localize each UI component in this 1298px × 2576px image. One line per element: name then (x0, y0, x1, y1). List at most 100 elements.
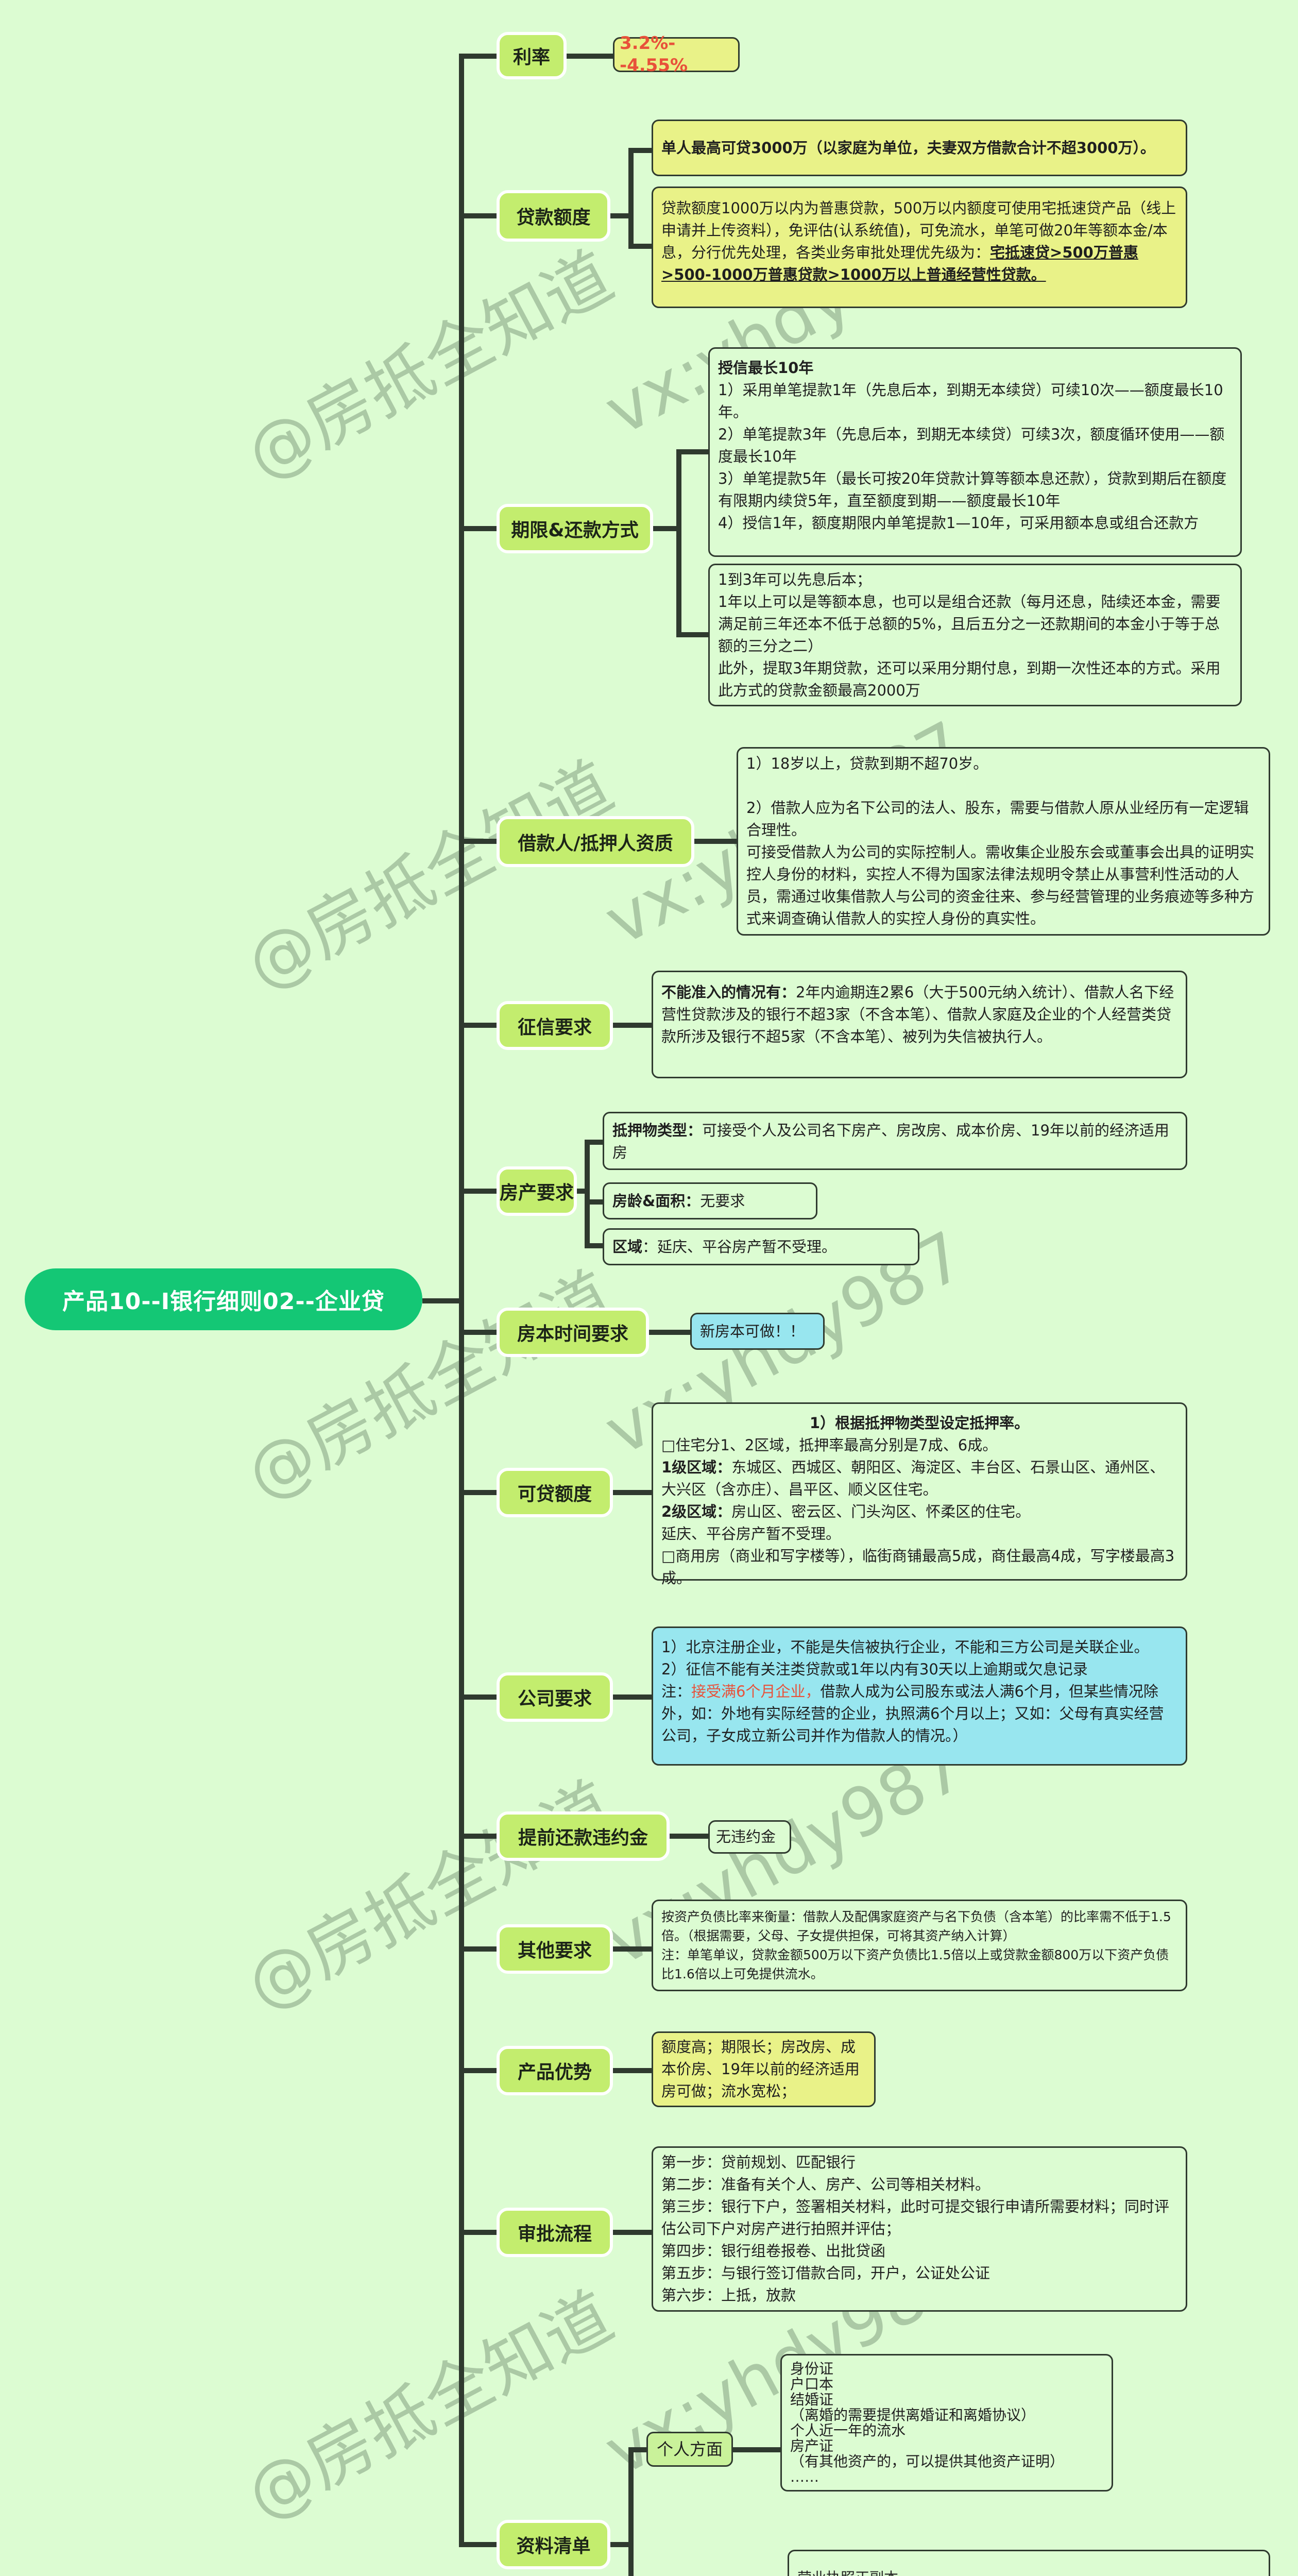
credit-text: 2年内逾期连2累6（大于500元纳入统计）、借款人名下经营性贷款涉及的银行不超3… (661, 984, 1174, 1045)
loan-priority-text: 宅抵速贷>500万普惠>500-1000万普惠贷款>1000万以上普通经营性贷款… (661, 244, 1138, 283)
category-product-advantages[interactable]: 产品优势 (497, 2046, 613, 2095)
borrower-text: 1）18岁以上，贷款到期不超70岁。 2）借款人应为名下公司的法人、股东，需要与… (746, 755, 1255, 927)
branch-line (459, 2230, 497, 2235)
branch-line (459, 2542, 497, 2547)
detail-line (653, 526, 679, 531)
advantage-text: 额度高；期限长；房改房、成本价房、19年以前的经济适用房可做；流水宽松； (661, 2038, 860, 2100)
term-credit-text: 1）采用单笔提款1年（先息后本，到期无本续贷）可续10次——额度最长10年。 2… (718, 381, 1227, 532)
detail-line (628, 148, 634, 249)
branch-line (459, 1834, 497, 1839)
watermark-name: @房抵全知道 (233, 2277, 625, 2535)
detail-line (585, 1140, 590, 1248)
category-approval-process[interactable]: 审批流程 (497, 2208, 613, 2257)
credit-heading: 不能准入的情况有： (661, 984, 796, 1001)
company-requirement-box: 1）北京注册企业，不能是失信被执行企业，不能和三方公司是关联企业。 2）征信不能… (652, 1626, 1187, 1766)
branch-line (459, 526, 497, 531)
watermark-name: @房抵全知道 (233, 236, 625, 495)
detail-line (676, 632, 708, 637)
branch-line (459, 839, 497, 844)
detail-line (676, 449, 681, 637)
branch-line (459, 1490, 497, 1495)
term-credit-box: 授信最长10年 1）采用单笔提款1年（先息后本，到期无本续贷）可续10次——额度最… (708, 347, 1242, 557)
company-docs-box: 营业执照正副本 公司章程 上下游合同 第三方受托支付合同 （三方收款账户公司的营… (788, 2550, 1270, 2576)
company-req-text: 1）北京注册企业，不能是失信被执行企业，不能和三方公司是关联企业。 2）征信不能… (661, 1638, 1149, 1678)
detail-line (628, 244, 652, 249)
branch-line (459, 1189, 497, 1194)
deed-time-text: 新房本可做！！ (700, 1322, 805, 1340)
watermark-name: @房抵全知道 (233, 1767, 625, 2025)
detail-line (628, 2447, 634, 2576)
interest-rate-value: 3.2%--4.55% (613, 33, 740, 76)
category-property-requirement[interactable]: 房产要求 (497, 1166, 577, 1216)
loanable-line4: 延庆、平谷房产暂不受理。 (661, 1525, 841, 1543)
category-document-list[interactable]: 资料清单 (497, 2520, 610, 2569)
region-text: ：延庆、平谷房产暂不受理。 (642, 1238, 837, 1256)
detail-line (613, 1946, 652, 1952)
branch-line (459, 1023, 497, 1028)
branch-line (459, 1694, 497, 1700)
age-area-text: 无要求 (700, 1192, 745, 1210)
detail-line (733, 2447, 780, 2452)
penalty-text: 无违约金 (716, 1828, 776, 1845)
category-company-requirement[interactable]: 公司要求 (497, 1672, 613, 1722)
collateral-type-text: 可接受个人及公司名下房产、房改房、成本价房、19年以前的经济适用房 (612, 1122, 1169, 1161)
region-box: 区域：延庆、平谷房产暂不受理。 (603, 1228, 919, 1265)
company-note-highlight: 接受满6个月企业， (691, 1683, 821, 1700)
zone2-text: 房山区、密云区、门头沟区、怀柔区的住宅。 (731, 1503, 1031, 1520)
loanable-line5: □商用房（商业和写字楼等），临街商铺最高5成，商住最高4成，写字楼最高3成。 (661, 1547, 1175, 1587)
loanable-amount-box: 1）根据抵押物类型设定抵押率。 □住宅分1、2区域，抵押率最高分别是7成、6成。… (652, 1402, 1187, 1587)
interest-rate-text: 3.2%--4.55% (620, 33, 688, 76)
branch-line (459, 213, 497, 218)
category-borrower-qualification[interactable]: 借款人/抵押人资质 (497, 816, 694, 867)
loanable-line1: □住宅分1、2区域，抵押率最高分别是7成、6成。 (661, 1436, 998, 1454)
detail-line (628, 148, 652, 153)
root-topic[interactable]: 产品10--I银行细则02--企业贷 (25, 1268, 422, 1330)
category-interest-rate[interactable]: 利率 (497, 32, 567, 79)
loan-amount-max: 单人最高可贷3000万（以家庭为单位，夫妻双方借款合计不超3000万）。 (652, 120, 1187, 176)
approval-text: 第一步：贷前规划、匹配银行 第二步：准备有关个人、房产、公司等相关材料。 第三步… (661, 2154, 1170, 2304)
repayment-text: 1到3年可以先息后本； 1年以上可以是等额本息，也可以是组合还款（每月还息，陆续… (718, 570, 1221, 699)
detail-line (567, 54, 613, 59)
category-other-requirements[interactable]: 其他要求 (497, 1924, 613, 1974)
product-advantage-box: 额度高；期限长；房改房、成本价房、19年以前的经济适用房可做；流水宽松； (652, 2031, 876, 2107)
detail-line (613, 2230, 652, 2235)
detail-line (676, 449, 708, 454)
branch-line (459, 54, 497, 59)
connector-root (422, 1298, 462, 1303)
zone2-label: 2级区域： (661, 1503, 732, 1520)
loan-amount-detail-text: 贷款额度1000万以内为普惠贷款，500万以内额度可使用宅抵速贷产品（线上申请并… (661, 199, 1176, 261)
detail-line (577, 1189, 587, 1194)
category-deed-time[interactable]: 房本时间要求 (497, 1308, 649, 1357)
age-area-heading: 房龄&面积： (612, 1192, 701, 1210)
other-requirements-box: 按资产负债比率来衡量：借款人及配偶家庭资产与名下负债（含本笔）的比率需不低于1.… (652, 1900, 1187, 1991)
credit-box: 不能准入的情况有：2年内逾期连2累6（大于500元纳入统计）、借款人名下经营性贷… (652, 971, 1187, 1078)
subgroup-personal[interactable]: 个人方面 (646, 2432, 733, 2467)
other-req-text: 按资产负债比率来衡量：借款人及配偶家庭资产与名下负债（含本笔）的比率需不低于1.… (661, 1909, 1171, 1981)
penalty-box: 无违约金 (708, 1820, 791, 1854)
detail-line (585, 1140, 603, 1145)
collateral-type-heading: 抵押物类型： (612, 1122, 703, 1139)
company-docs-text: 营业执照正副本 公司章程 上下游合同 第三方受托支付合同 （三方收款账户公司的营… (797, 2569, 1260, 2576)
branch-line (459, 1330, 497, 1335)
term-credit-heading: 授信最长10年 (718, 359, 814, 377)
detail-line (613, 1490, 652, 1495)
category-prepayment-penalty[interactable]: 提前还款违约金 (497, 1811, 670, 1861)
category-loanable-amount[interactable]: 可贷额度 (497, 1468, 613, 1517)
category-credit-requirement[interactable]: 征信要求 (497, 1001, 613, 1050)
collateral-type-box: 抵押物类型：可接受个人及公司名下房产、房改房、成本价房、19年以前的经济适用房 (603, 1112, 1187, 1170)
detail-line (613, 1694, 652, 1700)
detail-line (585, 1243, 603, 1248)
detail-line (613, 1023, 652, 1028)
subgroup-personal-label: 个人方面 (656, 2439, 723, 2459)
branch-line (459, 1946, 497, 1952)
age-area-box: 房龄&面积：无要求 (603, 1182, 817, 1219)
deed-time-box: 新房本可做！！ (690, 1313, 825, 1350)
zone1-label: 1级区域： (661, 1459, 732, 1476)
category-term-repayment[interactable]: 期限&还款方式 (497, 504, 653, 553)
branch-line (459, 2068, 497, 2073)
detail-line (649, 1330, 690, 1335)
detail-line (694, 839, 737, 844)
region-heading: 区域 (612, 1238, 643, 1256)
category-loan-amount[interactable]: 贷款额度 (497, 190, 610, 242)
approval-process-box: 第一步：贷前规划、匹配银行 第二步：准备有关个人、房产、公司等相关材料。 第三步… (652, 2146, 1187, 2312)
